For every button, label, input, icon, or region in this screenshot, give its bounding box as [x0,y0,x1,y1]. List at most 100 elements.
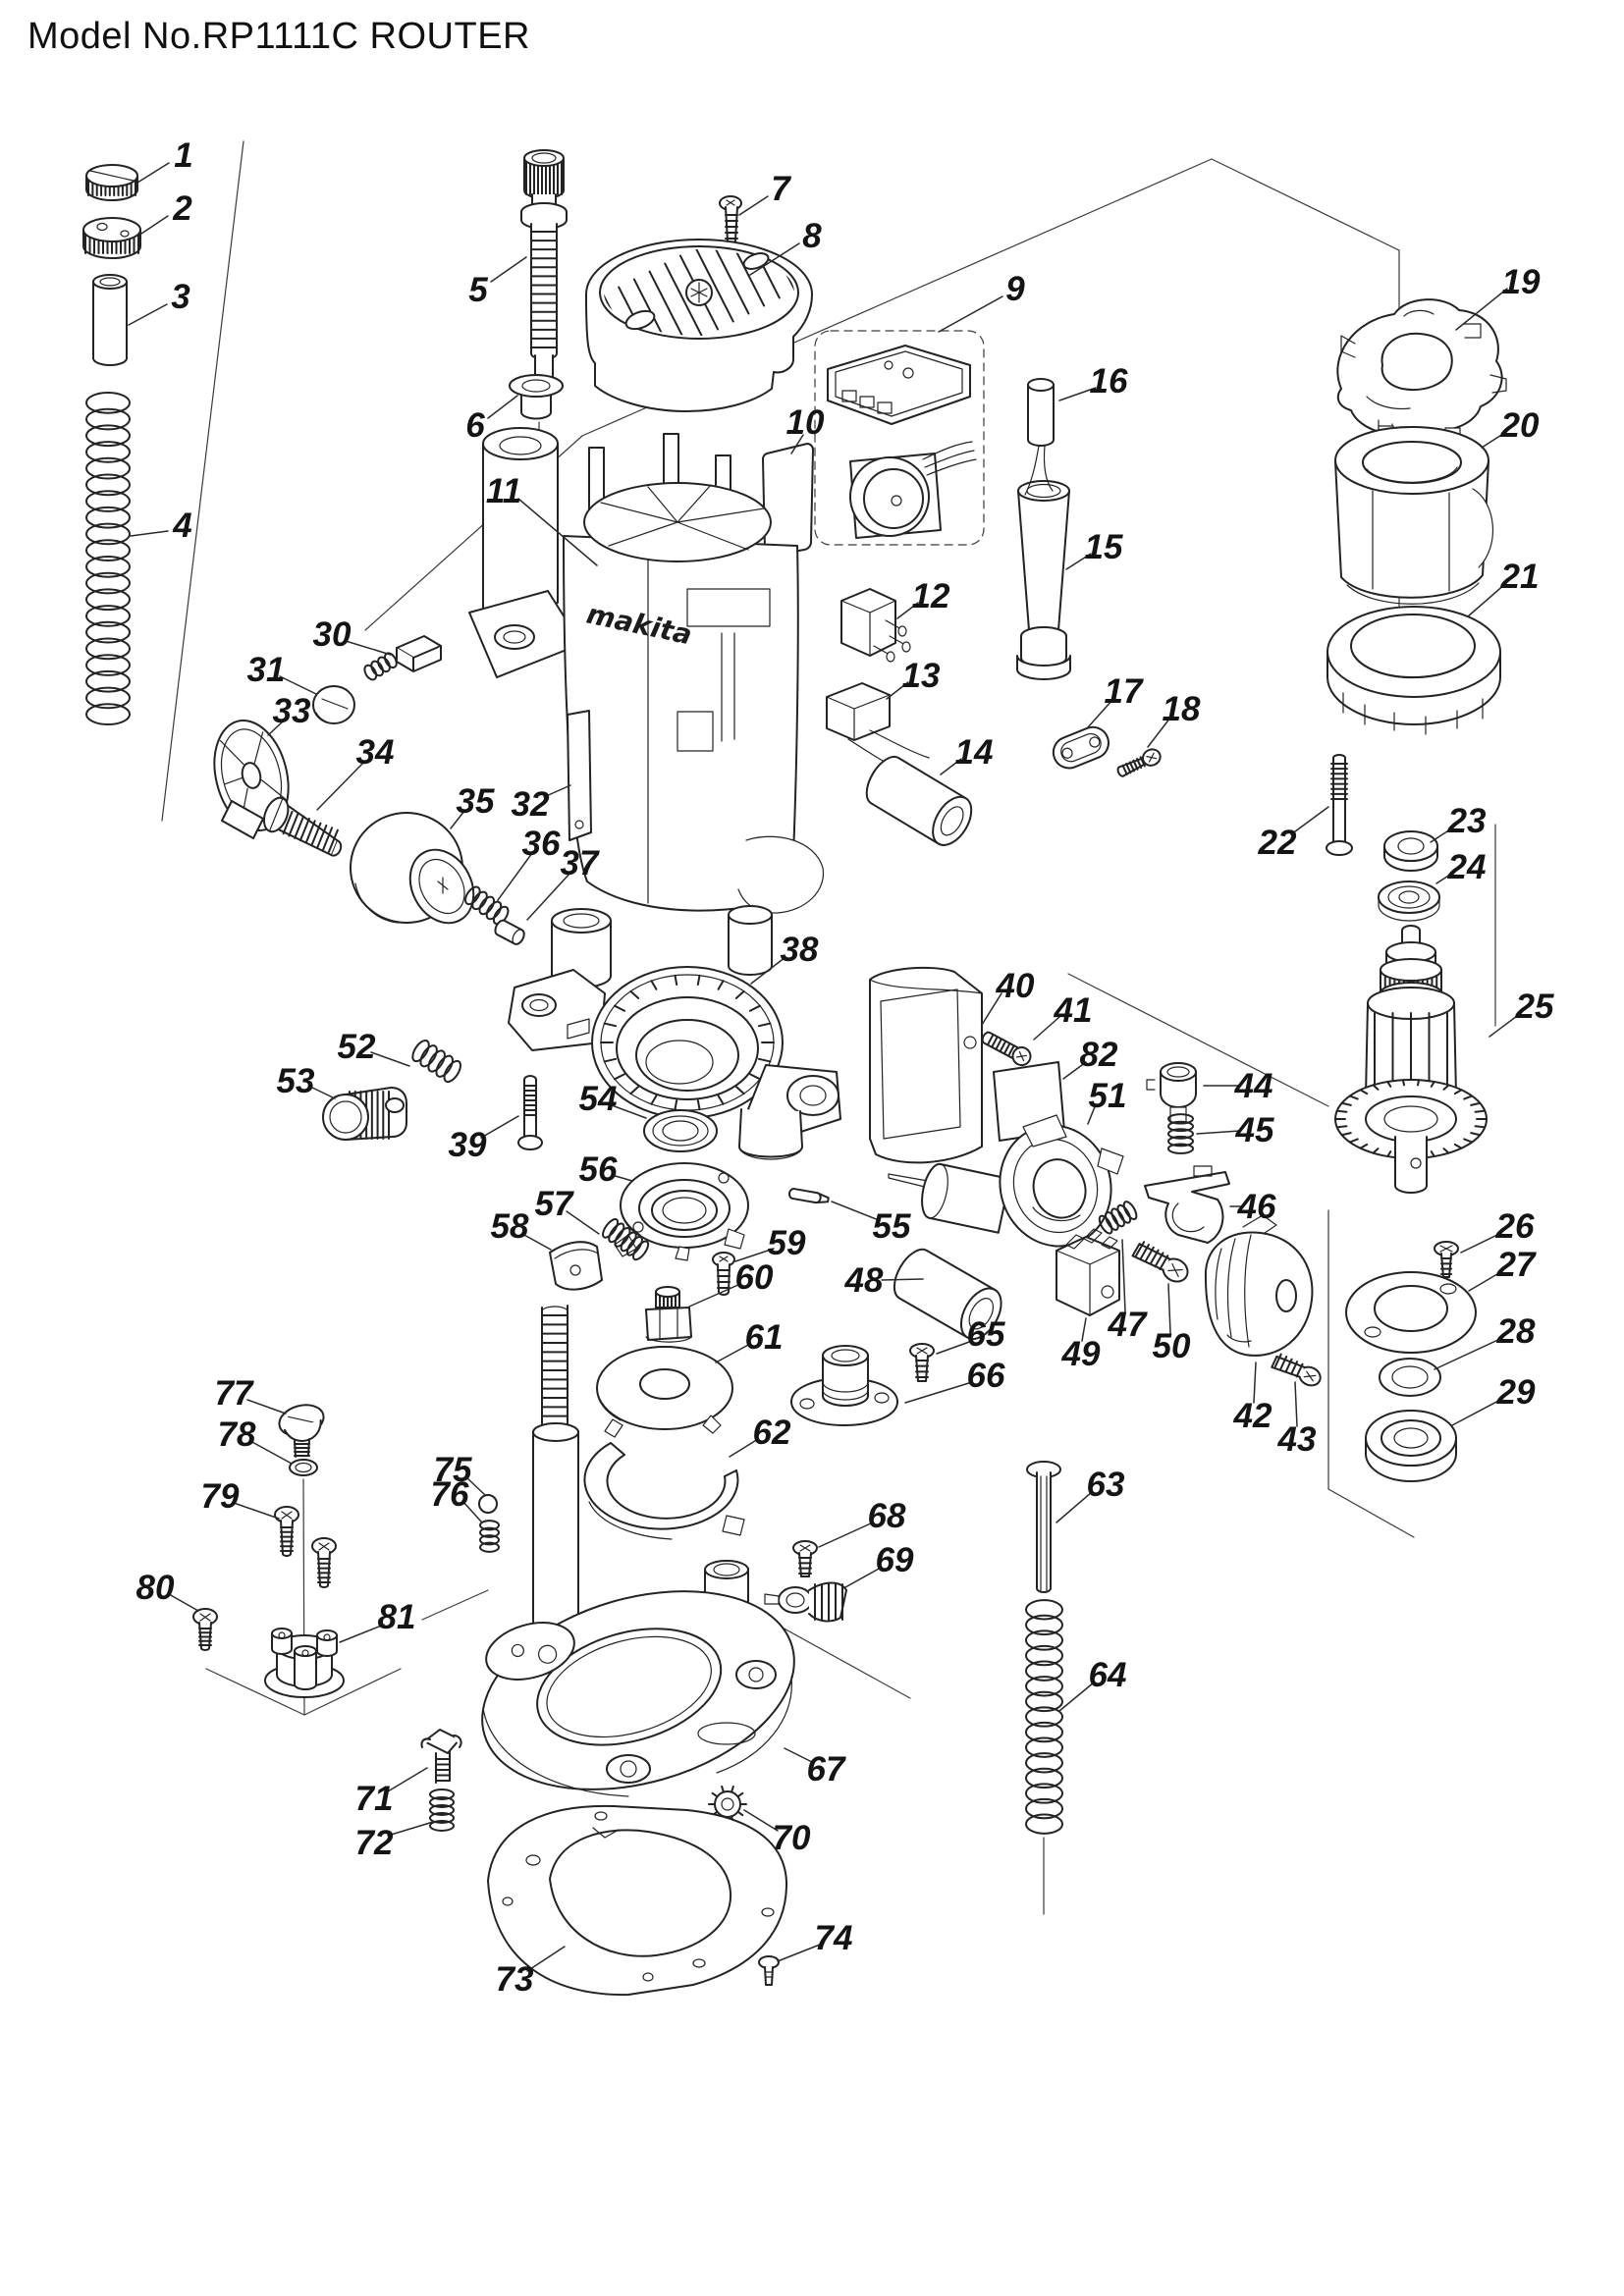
part-15-cord-guard [1016,480,1071,680]
leader-line-31 [279,675,317,695]
part-number-52: 52 [338,1028,376,1066]
part-32-flat-bar [567,710,592,841]
leader-line-42 [1253,1362,1257,1404]
leader-line-55 [831,1201,880,1221]
part-30-carbon-brush [363,635,442,681]
leader-line-40 [981,992,1002,1026]
part-64-plunge-spring [1025,1599,1063,1835]
leader-line-4 [130,530,169,537]
leader-line-29 [1451,1398,1503,1426]
part-18-screw [1116,748,1162,777]
part-number-1: 1 [174,136,192,175]
part-60-collet-nut [645,1286,692,1343]
part-53-lock-knob [322,1087,407,1141]
part-number-55: 55 [873,1207,911,1246]
part-19-brush-holder-base [1336,298,1507,443]
part-number-38: 38 [781,931,819,969]
part-number-14: 14 [955,733,994,772]
leader-line-67 [784,1747,813,1763]
part-31-brush-cap [312,685,355,724]
leader-line-41 [1033,1016,1060,1041]
part-47-spring [1098,1201,1138,1235]
part-number-29: 29 [1496,1373,1536,1412]
part-number-80: 80 [136,1569,175,1607]
part-40-housing-half [869,966,983,1164]
leader-line-63 [1056,1491,1093,1523]
leader-line-56 [611,1174,633,1182]
part-number-48: 48 [844,1261,884,1300]
part-number-22: 22 [1258,824,1297,862]
part-number-45: 45 [1235,1111,1274,1149]
part-number-50: 50 [1153,1327,1191,1365]
part-21-baffle-ring [1326,606,1501,735]
part-13-capacitor [826,682,930,778]
part-number-58: 58 [491,1207,529,1246]
leader-line-62 [729,1438,759,1458]
part-number-31: 31 [247,651,286,689]
part-25-armature [1334,925,1488,1194]
part-number-27: 27 [1496,1246,1537,1284]
leader-line-20 [1481,431,1507,449]
leader-line-51 [1087,1103,1097,1125]
part-number-41: 41 [1054,991,1093,1030]
part-11-motor-housing: makita [468,427,825,914]
part-17-cord-clamp [1052,725,1110,770]
part-number-8: 8 [802,217,822,255]
part-number-70: 70 [773,1819,811,1857]
part-number-73: 73 [496,1960,534,1999]
part-69-clamp-lever [764,1581,847,1623]
leader-line-10 [790,434,804,454]
part-9-controller-group [814,330,985,546]
part-number-81: 81 [378,1598,416,1636]
part-7-screw [719,195,742,243]
part-58-brake-shoe [549,1241,603,1291]
leader-line-12 [896,602,919,619]
part-number-3: 3 [171,278,190,316]
part-number-30: 30 [313,615,352,654]
part-number-40: 40 [996,967,1035,1005]
part-number-49: 49 [1061,1335,1101,1373]
part-number-56: 56 [579,1150,618,1189]
leader-line-13 [886,681,909,700]
leader-line-1 [136,162,170,184]
part-number-25: 25 [1515,988,1554,1026]
leader-line-72 [387,1821,434,1837]
leader-line-8 [749,242,800,276]
part-number-75: 75 [434,1451,472,1489]
part-number-82: 82 [1080,1036,1118,1074]
leader-line-58 [521,1233,552,1251]
leader-line-27 [1468,1270,1503,1292]
part-8-motor-cover [585,239,813,412]
part-number-17: 17 [1105,672,1144,711]
leader-line-39 [480,1115,519,1139]
leader-line-61 [715,1343,751,1363]
part-51-holder-bracket [888,1114,1124,1248]
part-number-62: 62 [753,1414,791,1452]
leader-line-34 [316,761,365,811]
leader-line-66 [904,1381,973,1404]
part-10-name-plate [762,443,814,558]
part-number-67: 67 [807,1750,846,1789]
leader-line-74 [777,1944,821,1962]
leader-line-5 [490,256,527,283]
leader-line-3 [128,303,168,326]
leader-line-17 [1087,699,1113,728]
part-number-44: 44 [1234,1067,1273,1105]
part-number-71: 71 [355,1780,394,1818]
leader-line-38 [750,956,786,985]
part-41-screw [981,1031,1032,1067]
part-number-68: 68 [868,1497,906,1535]
part-number-19: 19 [1502,263,1541,301]
leader-line-70 [743,1809,779,1832]
leader-line-30 [345,640,392,656]
part-number-39: 39 [449,1126,487,1164]
part-number-16: 16 [1090,362,1128,400]
part-number-54: 54 [579,1080,618,1118]
part-56-guide-plate [614,1162,749,1261]
part-72-spring [429,1789,455,1832]
part-43-screw [1271,1353,1322,1387]
construction-lines [161,140,1496,1915]
part-number-33: 33 [273,692,311,730]
part-59-screw [712,1252,735,1296]
